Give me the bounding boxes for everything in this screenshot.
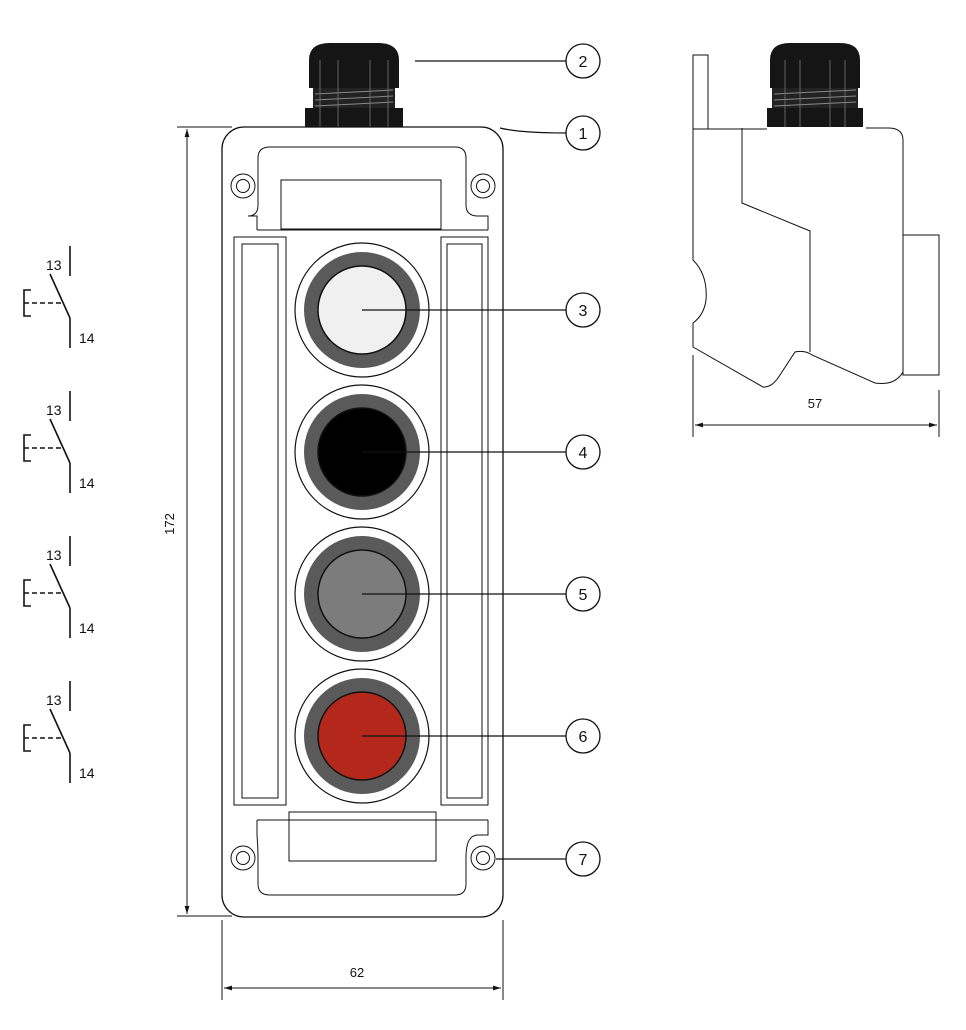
screw-holes: [230, 173, 496, 871]
callout-6: 6: [362, 718, 601, 754]
bottom-label-plate: [288, 811, 437, 862]
callout-2: 2: [415, 43, 601, 79]
screw-hole-icon: [230, 845, 256, 871]
height-label: 172: [162, 513, 177, 535]
callout-5: 5: [362, 576, 601, 612]
width-label: 62: [350, 965, 364, 980]
callout-number: 3: [579, 303, 588, 320]
callout-number: 1: [579, 126, 588, 143]
width-dimension: 62: [221, 920, 504, 1000]
terminal-14: 14: [79, 620, 95, 636]
terminal-14: 14: [79, 475, 95, 491]
enclosure-inner-outline: [247, 146, 489, 896]
front-view: [221, 43, 504, 918]
screw-hole-icon: [230, 173, 256, 199]
no-contact-symbol: 13 14: [23, 536, 95, 638]
terminal-14: 14: [79, 765, 95, 781]
height-dimension: 172: [162, 126, 232, 917]
callout-number: 6: [579, 729, 588, 746]
terminal-14: 14: [79, 330, 95, 346]
terminal-13: 13: [46, 692, 62, 708]
no-contact-symbol: 13 14: [23, 681, 95, 783]
callout-number: 4: [579, 445, 588, 462]
no-contact-symbol: 13 14: [23, 246, 95, 348]
terminal-13: 13: [46, 547, 62, 563]
screw-hole-icon: [470, 173, 496, 199]
contact-symbols: 13 14 13 14 13 14 13 14: [23, 246, 95, 783]
left-side-strip: [233, 236, 287, 806]
callouts: 1 2 3 4 5 6 7: [362, 43, 601, 877]
right-side-strip: [440, 236, 489, 806]
screw-hole-icon: [470, 845, 496, 871]
terminal-13: 13: [46, 402, 62, 418]
enclosure-outline: [221, 126, 504, 918]
pushbuttons: [294, 242, 430, 804]
callout-number: 7: [579, 852, 588, 869]
cable-gland-front: [305, 43, 403, 127]
callout-1: 1: [499, 115, 601, 151]
depth-label: 57: [808, 396, 822, 411]
terminal-13: 13: [46, 257, 62, 273]
callout-number: 5: [579, 587, 588, 604]
top-label-plate: [280, 179, 442, 230]
no-contact-symbol: 13 14: [23, 391, 95, 493]
callout-4: 4: [362, 434, 601, 470]
depth-dimension: 57: [692, 355, 940, 437]
callout-7: 7: [496, 841, 601, 877]
callout-number: 2: [579, 54, 588, 71]
side-view: 57: [692, 43, 940, 437]
callout-3: 3: [362, 292, 601, 328]
cable-gland-side: [767, 43, 863, 127]
